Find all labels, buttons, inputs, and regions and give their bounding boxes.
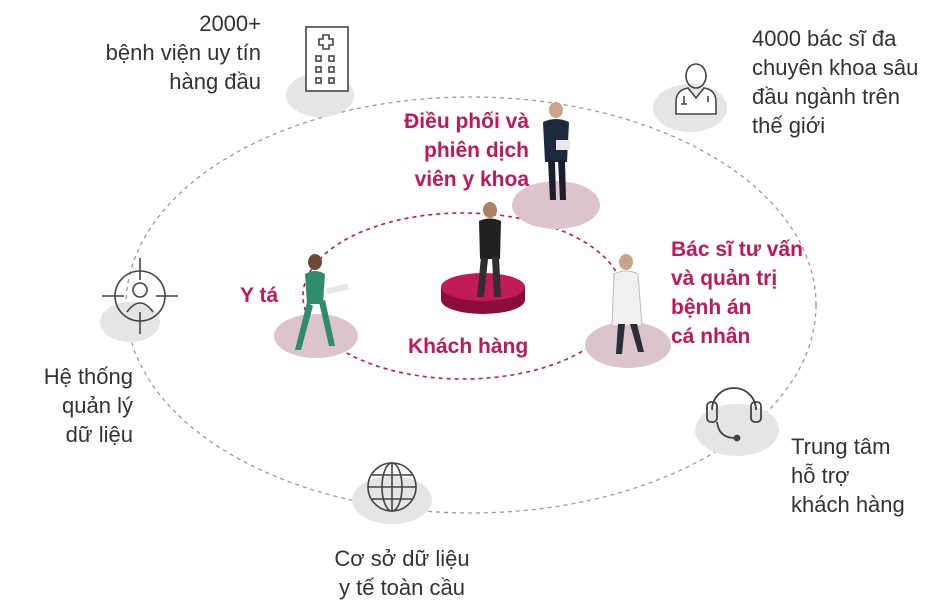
customer-figure	[477, 202, 501, 297]
coordinator-disc	[512, 181, 600, 229]
global-database-label: Cơ sở dữ liệu y tế toàn cầu	[334, 546, 470, 600]
nurse-figure	[295, 254, 349, 350]
nurse-label: Y tá	[240, 284, 279, 307]
support-disc	[695, 404, 779, 456]
customer-label: Khách hàng	[408, 335, 529, 358]
consultant-disc	[585, 322, 671, 368]
coordinator-figure	[543, 102, 570, 200]
data-system-label: Hệ thống quản lý dữ liệu	[43, 364, 133, 447]
consultant-label: Bác sĩ tư vấn và quản trị bệnh án cá nhâ…	[671, 238, 803, 348]
consultant-figure	[611, 254, 644, 354]
hospital-building-icon	[305, 26, 349, 92]
crosshair-person-icon	[102, 258, 178, 334]
coordinator-label: Điều phối và phiên dịch viên y khoa	[404, 110, 529, 191]
doctor-icon	[675, 63, 717, 115]
hospitals-label: 2000+ bệnh viện uy tín hàng đầu	[105, 11, 261, 94]
support-center-label: Trung tâm hỗ trợ khách hàng	[791, 434, 905, 517]
data-system-disc	[100, 302, 160, 342]
globe-icon	[367, 462, 417, 512]
nurse-disc	[274, 314, 358, 358]
doctors-label: 4000 bác sĩ đa chuyên khoa sâu đầu ngành…	[752, 26, 919, 138]
headset-icon	[706, 387, 762, 442]
